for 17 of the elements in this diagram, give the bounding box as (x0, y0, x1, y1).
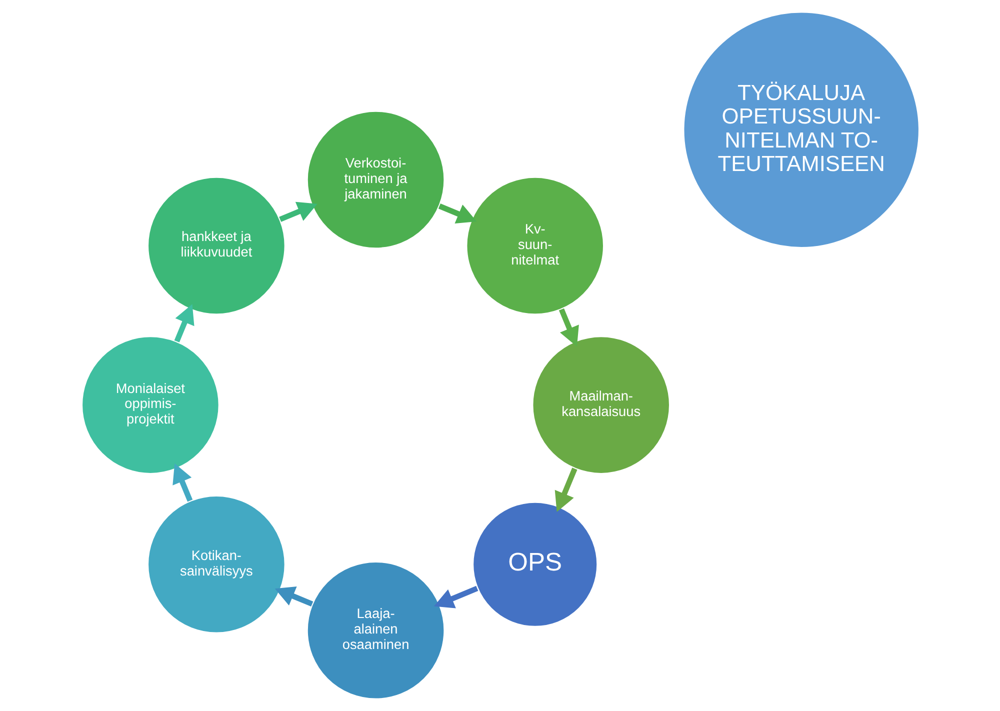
node-circle: Verkostoi-tuminen ja jakaminen (306, 110, 445, 250)
arrow (278, 202, 317, 222)
node-circle: Maailman-kansalaisuus (530, 335, 670, 475)
node-circle: OPS (471, 501, 598, 628)
node-circle: Laaja-alainen osaaminen (306, 560, 445, 700)
arrow (554, 468, 577, 512)
arrow (558, 308, 578, 347)
node-circle: Kv-suun-nitelmat (464, 176, 604, 316)
arrow (274, 586, 313, 607)
arrow (174, 304, 194, 342)
arrow (438, 204, 476, 224)
node-circle: hankkeet ja liikkuvuudet (146, 176, 286, 316)
node-circle: Monialaiset oppimis-projektit (80, 335, 220, 475)
node-circle: Kotikan-sainvälisyys (146, 494, 286, 634)
arrow (172, 463, 192, 502)
node-circle: TYÖKALUJA OPETUSSUUN-NITELMAN TO-TEUTTAMISEEN (682, 10, 920, 249)
arrow (433, 586, 478, 608)
